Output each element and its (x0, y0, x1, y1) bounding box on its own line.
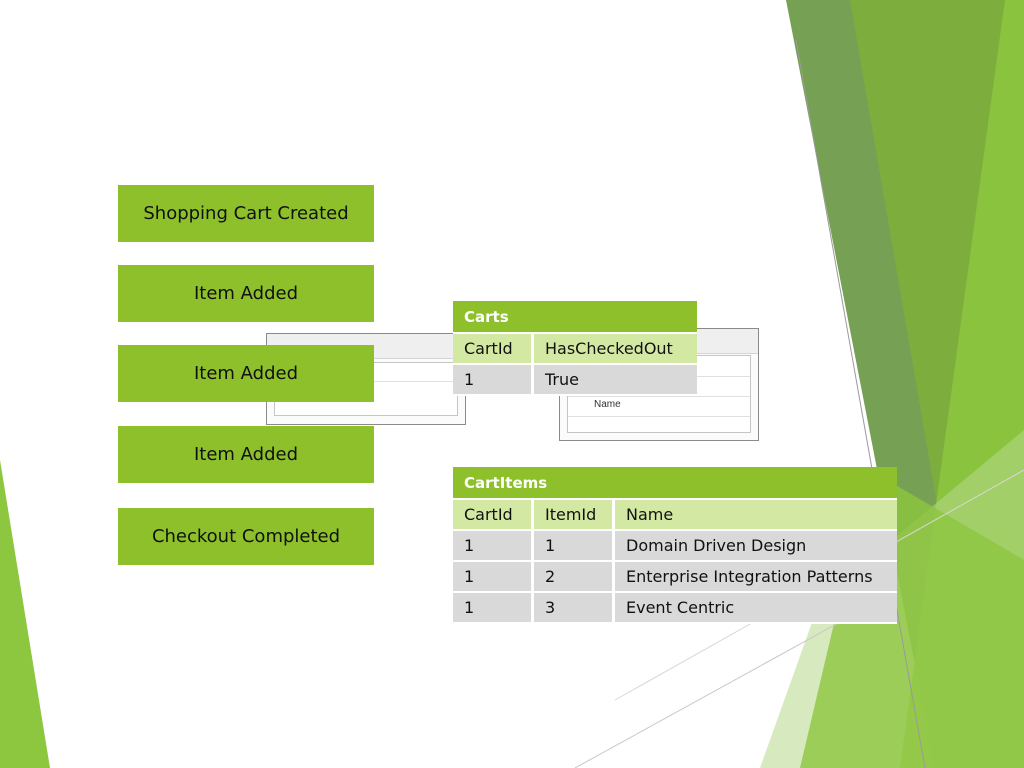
carts-col-cartid: CartId (453, 334, 534, 365)
carts-col-hascheckedout: HasCheckedOut (534, 334, 697, 365)
bg-line-1 (795, 39, 926, 768)
event-item-added-3: Item Added (118, 426, 374, 483)
cartitems-cell-cartid: 1 (453, 531, 534, 562)
event-item-added-1: Item Added (118, 265, 374, 322)
cartitems-cell-itemid: 1 (534, 531, 615, 562)
cartitems-col-name: Name (615, 500, 897, 531)
cartitems-cell-name: Event Centric (615, 593, 897, 624)
carts-table-title: Carts (453, 301, 697, 334)
event-checkout-completed: Checkout Completed (118, 508, 374, 565)
carts-cell-hascheckedout: True (534, 365, 697, 396)
table-row: 1 2 Enterprise Integration Patterns (453, 562, 897, 593)
cartitems-cell-cartid: 1 (453, 593, 534, 624)
table-row: 1 True (453, 365, 697, 396)
carts-cell-cartid: 1 (453, 365, 534, 396)
cartitems-table-header-row: CartId ItemId Name (453, 500, 897, 531)
cartitems-col-itemid: ItemId (534, 500, 615, 531)
cartitems-cell-itemid: 2 (534, 562, 615, 593)
bg-line-2 (574, 599, 881, 768)
ghost-field-label: Name (594, 399, 621, 410)
event-item-added-2: Item Added (118, 345, 374, 402)
event-shopping-cart-created: Shopping Cart Created (118, 185, 374, 242)
table-row: 1 1 Domain Driven Design (453, 531, 897, 562)
cartitems-cell-itemid: 3 (534, 593, 615, 624)
ghost-row-divider (568, 416, 750, 417)
table-row: 1 3 Event Centric (453, 593, 897, 624)
bg-shape-left (0, 460, 50, 768)
cartitems-table: CartItems CartId ItemId Name 1 1 Domain … (453, 467, 897, 624)
cartitems-cell-name: Enterprise Integration Patterns (615, 562, 897, 593)
carts-table: Carts CartId HasCheckedOut 1 True (453, 301, 697, 396)
carts-table-header-row: CartId HasCheckedOut (453, 334, 697, 365)
ghost-row-divider (568, 396, 750, 397)
cartitems-table-title: CartItems (453, 467, 897, 500)
cartitems-cell-name: Domain Driven Design (615, 531, 897, 562)
cartitems-cell-cartid: 1 (453, 562, 534, 593)
cartitems-col-cartid: CartId (453, 500, 534, 531)
